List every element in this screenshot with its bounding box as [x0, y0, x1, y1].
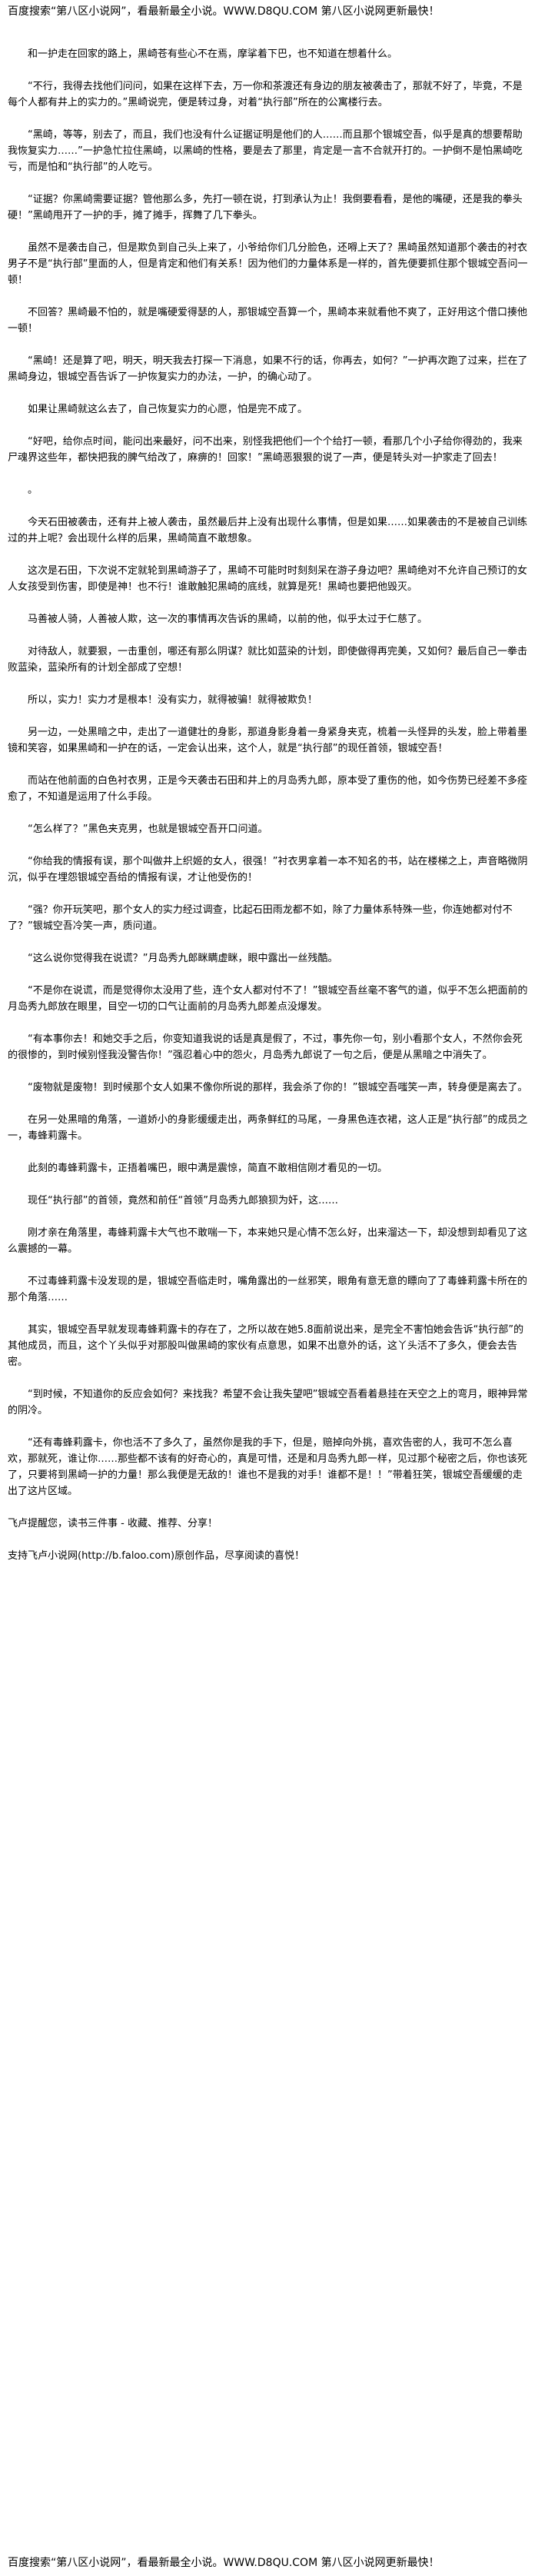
support-note: 支持飞卢小说网(http://b.faloo.com)原创作品，尽享阅读的喜悦！: [8, 1550, 305, 1562]
paragraph: 此刻的毒蜂莉露卡，正捂着嘴巴，眼中满是震惊，简直不敢相信刚才看见的一切。: [28, 1163, 388, 1174]
paragraph: 今天石田被袭击，还有井上被人袭击，虽然最后井上没有出现什么事情，但是如果……如果…: [8, 517, 528, 544]
chapter-body: 和一护走在回家的路上，黑崎苍有些心不在焉，摩挲着下巴，也不知道在想着什么。 “不…: [8, 46, 530, 1564]
paragraph: “废物就是废物！到时候那个女人如果不像你所说的那样，我会杀了你的！”银城空吾嗤笑…: [28, 1082, 528, 1093]
footer-banner: 百度搜索“第八区小说网”，看最新最全小说。WWW.D8QU.COM 第八区小说网…: [8, 2557, 440, 2569]
paragraph: 不过毒蜂莉露卡没发现的是，银城空吾临走时，嘴角露出的一丝邪笑，眼角有意无意的瞟向…: [8, 1276, 528, 1303]
paragraph: “这么说你觉得我在说谎？”月岛秀九郎眯瞒虚眯，眼中露出一丝残酷。: [28, 953, 338, 964]
paragraph: 这次是石田，下次说不定就轮到黑崎游子了，黑崎不可能时时刻刻呆在游子身边吧？黑崎绝…: [8, 565, 528, 593]
paragraph: “不行，我得去找他们问问，如果在这样下去，万一你和茶渡还有身边的朋友被袭击了，那…: [8, 81, 523, 108]
paragraph: “强？你开玩笑吧，那个女人的实力经过调查，比起石田雨龙都不如，除了力量体系特殊一…: [8, 904, 513, 932]
paragraph: 虽然不是袭击自己，但是欺负到自己头上来了，小爷给你们几分脸色，还嘚上天了？黑崎虽…: [8, 242, 528, 286]
paragraph: “不是你在说谎，而是觉得你太没用了些，连个女人都对付不了！”银城空吾丝毫不客气的…: [8, 985, 528, 1013]
paragraph: 不回答？黑崎最不怕的，就是嘴硬爱得瑟的人，那银城空吾算一个，黑崎本来就看他不爽了…: [8, 307, 528, 334]
paragraph: 其实，银城空吾早就发现毒蜂莉露卡的存在了，之所以故在她5.8面前说出来，是完全不…: [8, 1324, 524, 1368]
paragraph: “黑崎，等等，别去了，而且，我们也没有什么证据证明是他们的人……而且那个银城空吾…: [8, 129, 523, 173]
paragraph: “到时候，不知道你的反应会如何？来找我？希望不会让我失望吧”银城空吾看着悬挂在天…: [8, 1389, 528, 1416]
paragraph: 在另一处黑暗的角落，一道娇小的身影缓缓走出，两条鲜红的马尾，一身黑色连衣裙，这人…: [8, 1114, 528, 1142]
header-banner: 百度搜索“第八区小说网”，看最新最全小说。WWW.D8QU.COM 第八区小说网…: [8, 5, 440, 18]
paragraph: 现任“执行部”的首领，竟然和前任“首领”月岛秀九郎狼狈为奸，这……: [28, 1195, 338, 1206]
paragraph: “黑崎！还是算了吧，明天，明天我去打探一下消息，如果不行的话，你再去，如何？”一…: [8, 355, 528, 383]
paragraph: “证据？你黑崎需要证据？管他那么多，先打一顿在说，打到承认为止！我倒要看看，是他…: [8, 194, 523, 221]
paragraph: “还有毒蜂莉露卡，你也活不了多久了，虽然你是我的手下，但是，赔掉向外挑，喜欢告密…: [8, 1437, 528, 1497]
paragraph: 。: [28, 484, 38, 496]
paragraph: 而站在他前面的白色衬衣男，正是今天袭击石田和井上的月岛秀九郎，原本受了重伤的他，…: [8, 775, 528, 803]
paragraph: 所以，实力！实力才是根本！没有实力，就得被骗！就得被欺负！: [28, 694, 318, 706]
paragraph: 和一护走在回家的路上，黑崎苍有些心不在焉，摩挲着下巴，也不知道在想着什么。: [28, 48, 398, 60]
paragraph: 刚才亲在角落里，毒蜂莉露卡大气也不敢喘一下，本来她只是心情不怎么好，出来溜达一下…: [8, 1227, 528, 1255]
paragraph: 对待敌人，就要狠，一击重创，哪还有那么阴谋？就比如蓝染的计划，即使做得再完美，又…: [8, 646, 528, 674]
paragraph: “好吧，给你点时间，能问出来最好，问不出来，别怪我把他们一个个给打一顿，看那几个…: [8, 436, 523, 464]
paragraph: 马善被人骑，人善被人欺，这一次的事情再次告诉的黑崎，以前的他，似乎太过于仁慈了。: [28, 614, 428, 625]
paragraph: “你给我的情报有误，那个叫做井上织姬的女人，很强！”衬衣男拿着一本不知名的书，站…: [8, 856, 528, 884]
paragraph: 另一边，一处黑暗之中，走出了一道健壮的身影，那道身影身着一身紧身夹克，梳着一头怪…: [8, 727, 528, 754]
paragraph: “怎么样了？”黑色夹克男，也就是银城空吾开口问道。: [28, 824, 268, 835]
paragraph: “有本事你去！和她交手之后，你变知道我说的话是真是假了，不过，事先你一句，别小看…: [8, 1033, 523, 1061]
reader-tip: 飞卢提醒您，读书三件事 - 收藏、推荐、分享！: [8, 1518, 218, 1529]
paragraph: 如果让黑崎就这么去了，自己恢复实力的心愿，怕是完不成了。: [28, 404, 308, 415]
